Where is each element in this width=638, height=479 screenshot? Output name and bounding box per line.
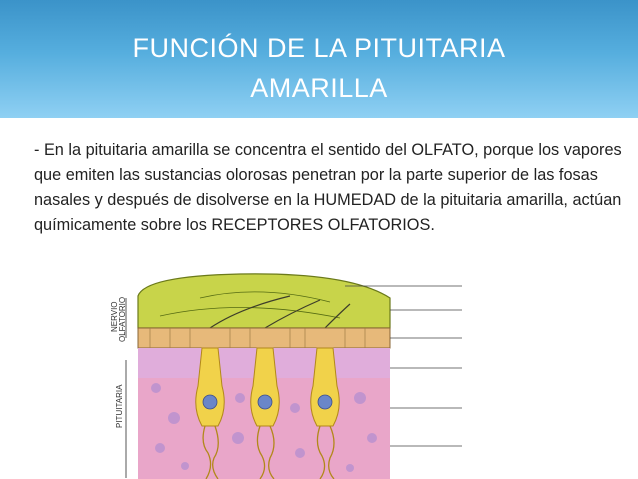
olfactory-mucosa-illustration: NERVIO OLFATORIO PITUITARIA <box>110 273 462 479</box>
title-banner <box>0 0 638 118</box>
slide-title: FUNCIÓN DE LA PITUITARIA AMARILLA <box>0 28 638 108</box>
cribriform-plate <box>137 327 391 349</box>
slide-title-line-1: FUNCIÓN DE LA PITUITARIA <box>132 33 506 63</box>
label-pituitaria: PITUITARIA <box>115 384 124 428</box>
label-nervio: NERVIO <box>110 301 119 332</box>
slide-title-line-2: AMARILLA <box>250 73 388 103</box>
olfactory-bulb <box>137 273 391 329</box>
slide-paragraph: - En la pituitaria amarilla se concentra… <box>34 141 622 234</box>
label-olfatorio: OLFATORIO <box>118 297 127 342</box>
